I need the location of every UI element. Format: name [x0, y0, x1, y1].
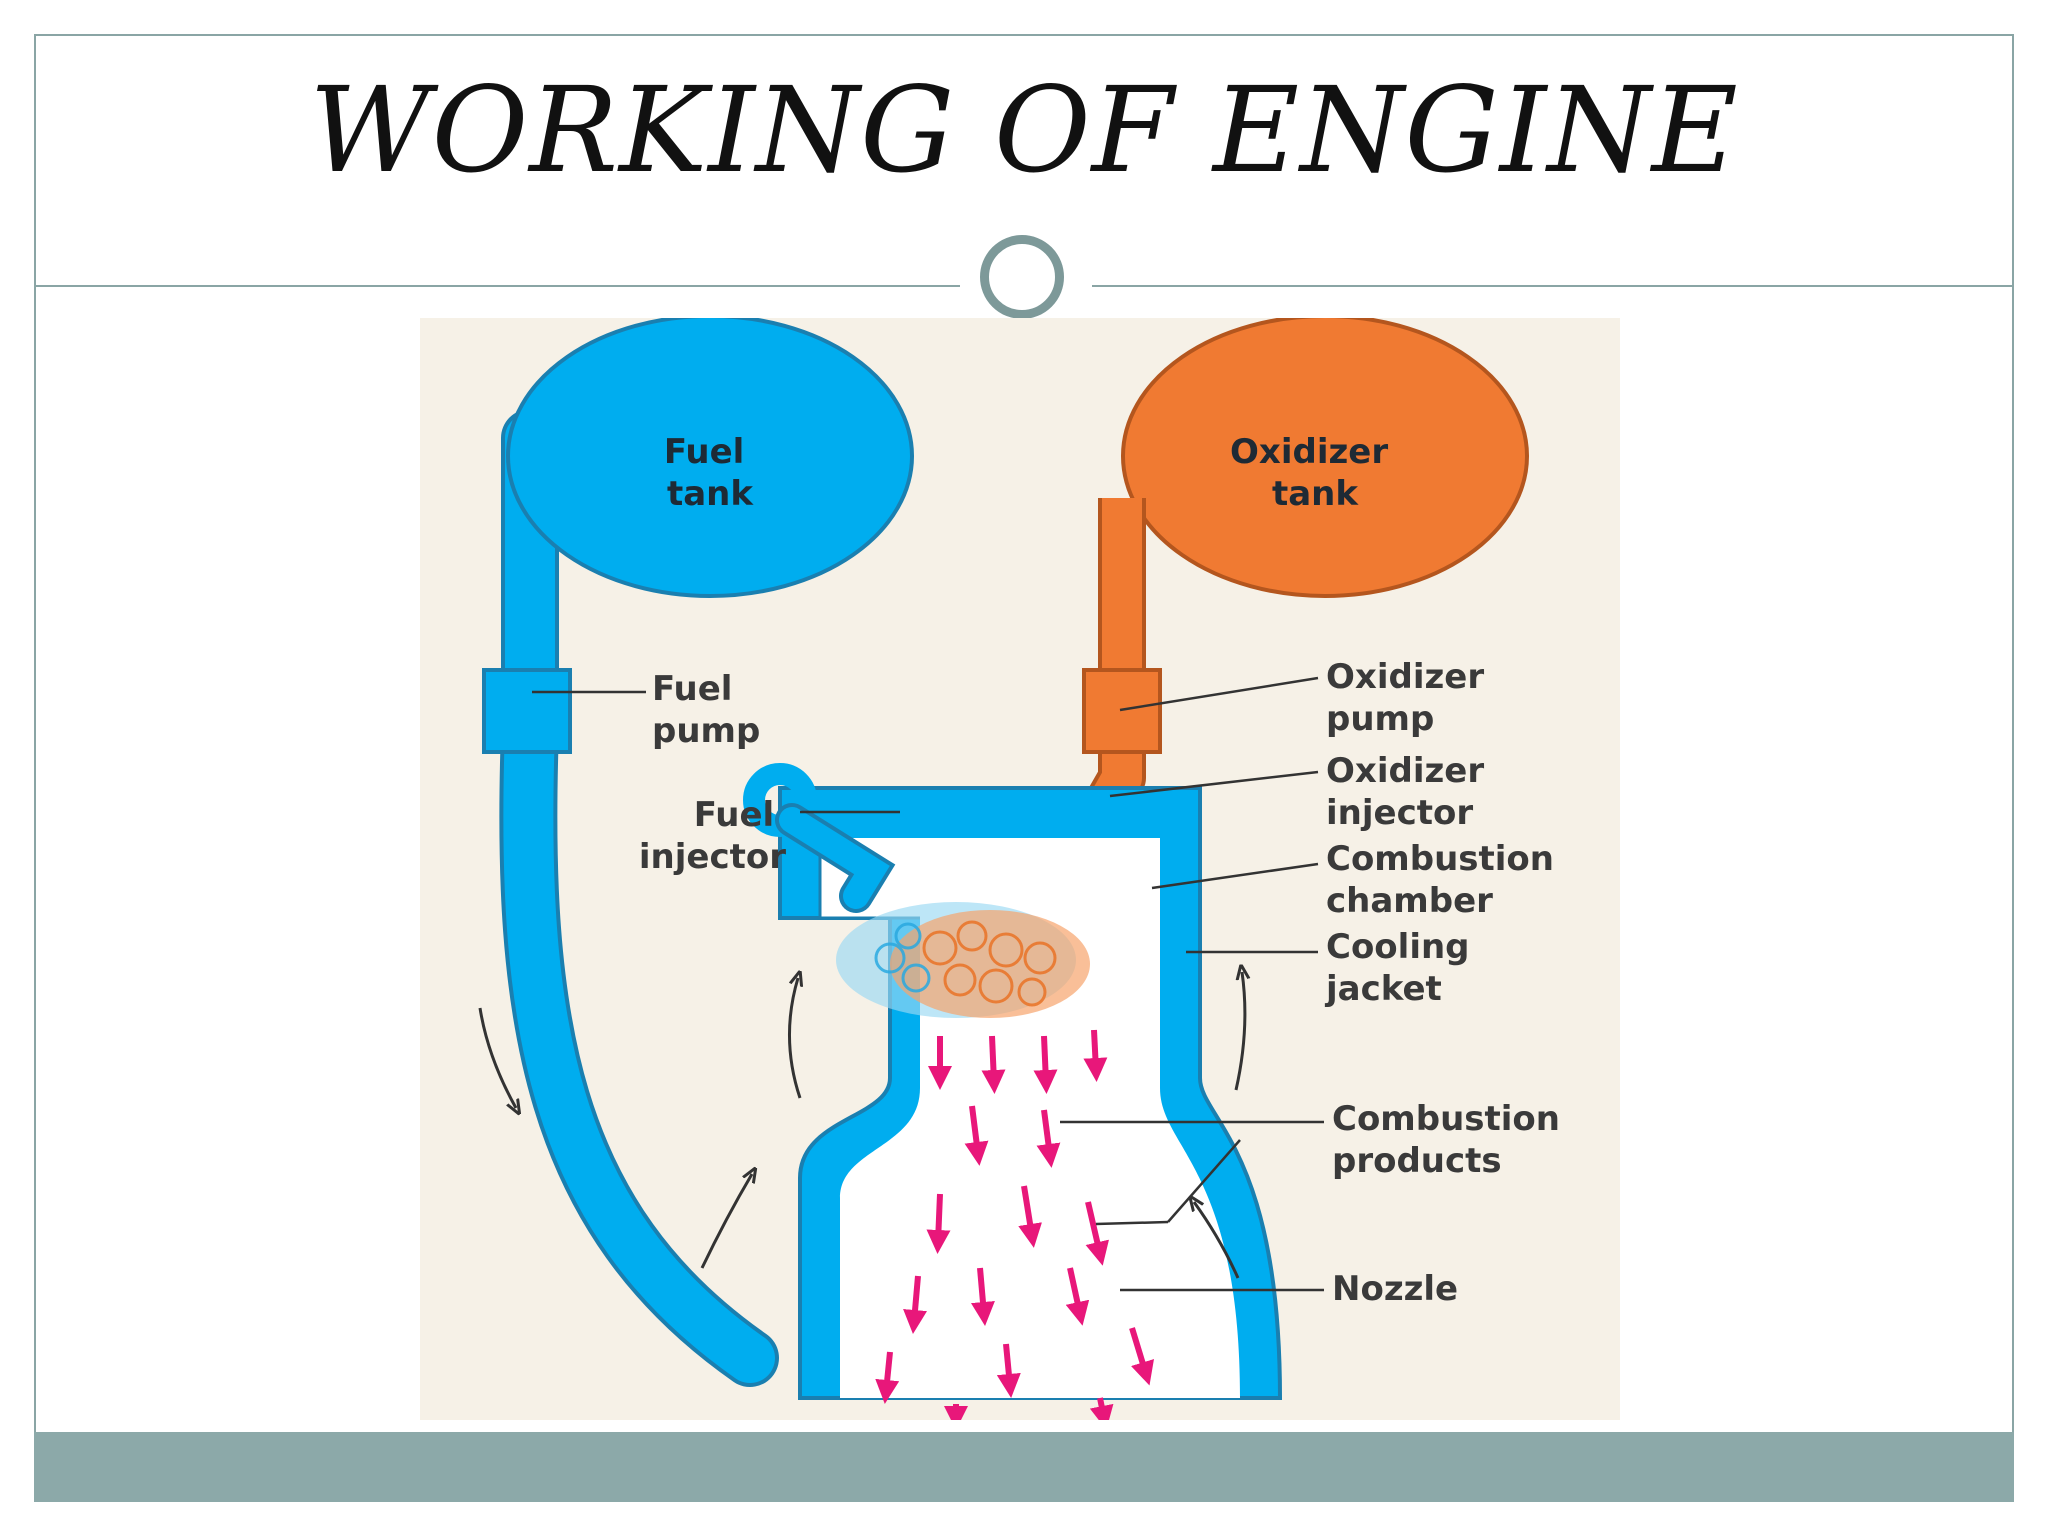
ring-ornament-icon — [980, 235, 1064, 319]
fuel-line — [503, 413, 775, 1383]
label-leaders — [532, 676, 1324, 1292]
fuel-injector — [779, 807, 890, 909]
oxidizer-spray — [890, 910, 1090, 1018]
nozzle-label: Nozzle — [1332, 1269, 1458, 1309]
title-divider-left — [34, 285, 960, 287]
cooling-jacket-label: Cooling jacket — [1324, 927, 1481, 1009]
flow-arrow-icon — [478, 972, 1245, 1279]
fuel-injector-label: Fuel injector — [639, 795, 786, 877]
oxidizer-tank — [1121, 318, 1529, 598]
oxidizer-pump — [1082, 668, 1162, 754]
oxidizer-injector-label: Oxidizer injector — [1326, 751, 1496, 833]
title-divider-right — [1092, 285, 2014, 287]
fuel-pump-label: Fuel pump — [652, 669, 760, 751]
fuel-pump — [482, 668, 572, 754]
footer-band — [34, 1432, 2014, 1502]
fuel-tank-label: Fuel tank — [664, 432, 756, 514]
slide-title: WORKING OF ENGINE — [309, 61, 1739, 199]
oxidizer-tank-label: Oxidizer tank — [1230, 432, 1400, 514]
combustion-products-label: Combustion products — [1332, 1099, 1572, 1181]
fuel-tank — [506, 318, 914, 598]
combustion-product-arrows — [875, 1029, 1154, 1420]
rocket-engine-diagram: Fuel tank Oxidizer tank — [420, 318, 1620, 1420]
oxidizer-pump-label: Oxidizer pump — [1326, 657, 1496, 739]
combustion-chamber-label: Combustion chamber — [1326, 839, 1566, 921]
